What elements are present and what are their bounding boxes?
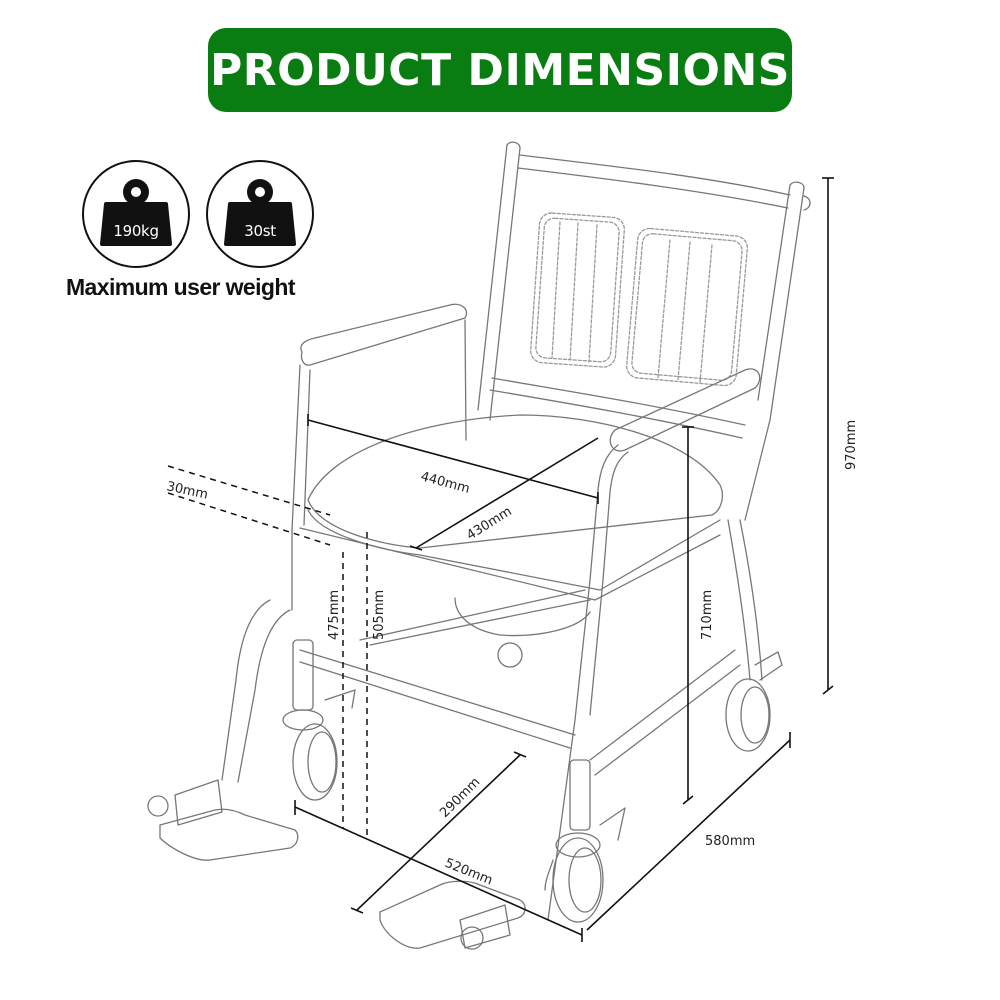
dim-seat-height-frame: 475mm: [327, 590, 342, 640]
dim-armrest-height: 710mm: [700, 590, 715, 640]
weight-icon: [224, 179, 296, 246]
title-banner: PRODUCT DIMENSIONS: [208, 28, 792, 112]
max-weight-caption: Maximum user weight: [66, 274, 295, 300]
dim-cushion-thickness: 30mm: [165, 479, 209, 502]
dim-overall-depth: 580mm: [705, 834, 755, 849]
weight-badge-kg: 190kg: [82, 160, 190, 268]
dim-seat-height-cushion: 505mm: [372, 590, 387, 640]
dimension-lines: [294, 177, 834, 942]
dim-seat-width: 440mm: [419, 469, 471, 496]
weight-badge-st: 30st: [206, 160, 314, 268]
dim-seat-depth: 430mm: [464, 504, 514, 543]
dimension-dashed-lines: [167, 465, 368, 837]
dim-footrest-depth: 290mm: [437, 775, 483, 821]
weight-st-label: 30st: [244, 222, 276, 240]
weight-kg-label: 190kg: [113, 222, 159, 240]
page-title: PRODUCT DIMENSIONS: [210, 44, 790, 96]
chair-outline: [147, 141, 811, 950]
weight-icon: [100, 179, 172, 246]
dim-overall-height: 970mm: [844, 420, 859, 470]
